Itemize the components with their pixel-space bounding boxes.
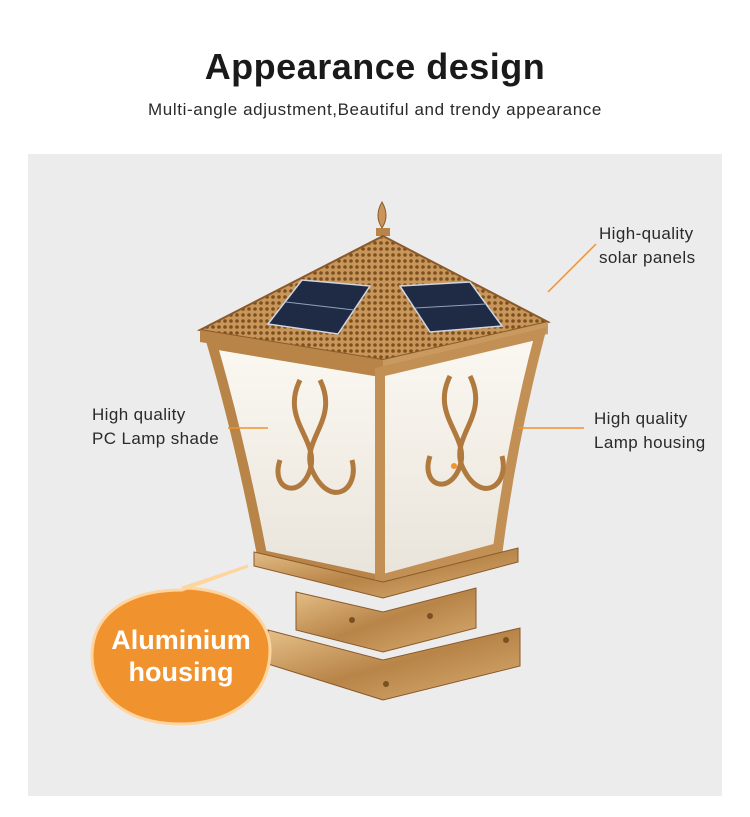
label-housing-line1: High quality (594, 409, 688, 428)
page-title: Appearance design (204, 46, 546, 87)
callout-aluminium-housing: Aluminium housing (92, 624, 270, 688)
label-solar-line2: solar panels (599, 248, 696, 267)
callout-line1: Aluminium (111, 625, 251, 655)
label-lamp-housing: High quality Lamp housing (594, 407, 706, 455)
leader-solar (547, 243, 597, 293)
page-subtitle: Multi-angle adjustment,Beautiful and tre… (148, 100, 602, 119)
label-lamp-shade: High quality PC Lamp shade (92, 403, 219, 451)
callout-line2: housing (128, 657, 234, 687)
label-housing-line2: Lamp housing (594, 433, 706, 452)
label-shade-line1: High quality (92, 405, 186, 424)
callout-bubble (90, 564, 272, 726)
label-shade-line2: PC Lamp shade (92, 429, 220, 448)
label-solar-line1: High-quality (599, 224, 694, 243)
label-solar-panels: High-quality solar panels (599, 222, 695, 270)
